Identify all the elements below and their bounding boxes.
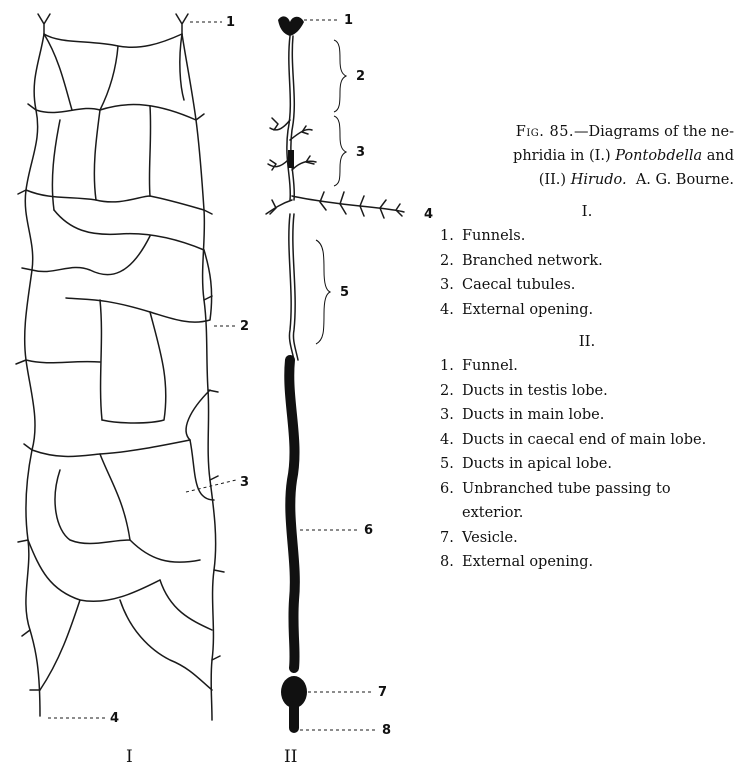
legend-item: 6.Unbranched tube passing to exterior.: [440, 477, 734, 526]
legend-item: 3.Caecal tubules.: [440, 273, 734, 298]
legend-item-text: Caecal tubules.: [462, 273, 734, 298]
genus-pontobdella: Pontobdella: [615, 148, 702, 164]
caption-line-3: (II.) Hirudo. A. G. Bourne.: [440, 168, 734, 192]
legend-item-text: Ducts in caecal end of main lobe.: [462, 428, 734, 453]
diagram-ii-label-5: 5: [340, 285, 349, 300]
legend-item-text: Vesicle.: [462, 526, 734, 551]
funnel: [278, 16, 304, 36]
brace-3: [334, 116, 346, 186]
legend-item-number: 4.: [440, 428, 462, 453]
legend-item-text: External opening.: [462, 298, 734, 323]
diagram-i-label-4: 4: [110, 711, 119, 726]
legend-item: 5.Ducts in apical lobe.: [440, 452, 734, 477]
legend-item: 1.Funnel.: [440, 354, 734, 379]
diagram-i-label-3: 3: [240, 475, 249, 490]
brace-2: [334, 40, 346, 112]
caption-lead: —Diagrams of the ne-: [574, 124, 734, 140]
diagram-ii-label-7: 7: [378, 685, 387, 700]
legend-i-heading: I.: [440, 198, 734, 224]
legend-item-number: 6.: [440, 477, 462, 526]
caption-line-3-pre: (II.): [539, 172, 571, 188]
legend-item-number: 3.: [440, 403, 462, 428]
legend-item-number: 4.: [440, 298, 462, 323]
legend-item: 4.External opening.: [440, 298, 734, 323]
legend-item-number: 8.: [440, 550, 462, 575]
funnel-left: [38, 14, 50, 34]
legend-item-number: 5.: [440, 452, 462, 477]
legend-item: 2.Branched network.: [440, 249, 734, 274]
legend-item-text: Funnel.: [462, 354, 734, 379]
legend-item: 7.Vesicle.: [440, 526, 734, 551]
legend-item: 4.Ducts in caecal end of main lobe.: [440, 428, 734, 453]
diagram-ii-label-1: 1: [344, 13, 353, 28]
legend-item-number: 2.: [440, 379, 462, 404]
diagram-i-labels: 1 2 3 4 I: [48, 15, 249, 766]
legend-item-text: Ducts in testis lobe.: [462, 379, 734, 404]
diagram-ii-label-3: 3: [356, 145, 365, 160]
diagram-ii-label-4: 4: [424, 207, 433, 222]
diagram-i-label-1: 1: [226, 15, 235, 30]
legend-item: 2.Ducts in testis lobe.: [440, 379, 734, 404]
legend-item-number: 7.: [440, 526, 462, 551]
funnel-right: [176, 14, 188, 34]
diagram-i-roman: I: [126, 747, 133, 766]
diagram-i-network: [16, 14, 224, 720]
diagram-ii-roman: II: [284, 747, 297, 766]
legend-item-text: Ducts in main lobe.: [462, 403, 734, 428]
diagram-ii-label-2: 2: [356, 69, 365, 84]
legend-item-text: Branched network.: [462, 249, 734, 274]
figure-number: Fig. 85.: [516, 124, 574, 140]
caption-line-2-post: and: [702, 148, 734, 164]
genus-hirudo: Hirudo.: [571, 172, 627, 188]
diagram-i-label-2: 2: [240, 319, 249, 334]
caption-line-1: Fig. 85.—Diagrams of the ne-: [440, 120, 734, 144]
diagram-ii-label-8: 8: [382, 723, 391, 738]
legend-item-number: 2.: [440, 249, 462, 274]
legend-item: 8.External opening.: [440, 550, 734, 575]
legend-item-text: Ducts in apical lobe.: [462, 452, 734, 477]
unbranched-tube: [289, 360, 295, 668]
legend-item-text: Funnels.: [462, 224, 734, 249]
legend-ii-heading: II.: [440, 328, 734, 354]
legend-ii-list: 1.Funnel. 2.Ducts in testis lobe. 3.Duct…: [440, 354, 734, 575]
diagram-ii-nephridium: [266, 16, 404, 728]
caption-author: A. G. Bourne.: [627, 172, 734, 188]
legend-item-text: External opening.: [462, 550, 734, 575]
caption-line-2: phridia in (I.) Pontobdella and: [440, 144, 734, 168]
legend-item: 1.Funnels.: [440, 224, 734, 249]
diagram-ii-label-6: 6: [364, 523, 373, 538]
legend-item-number: 1.: [440, 224, 462, 249]
legend-item-number: 3.: [440, 273, 462, 298]
caption-line-2-pre: phridia in (I.): [513, 148, 615, 164]
legend-item: 3.Ducts in main lobe.: [440, 403, 734, 428]
figure-caption: Fig. 85.—Diagrams of the ne- phridia in …: [440, 120, 734, 575]
brace-5: [316, 240, 330, 344]
legend-item-text: Unbranched tube passing to exterior.: [462, 477, 734, 526]
legend-item-number: 1.: [440, 354, 462, 379]
legend-i-list: 1.Funnels. 2.Branched network. 3.Caecal …: [440, 224, 734, 322]
